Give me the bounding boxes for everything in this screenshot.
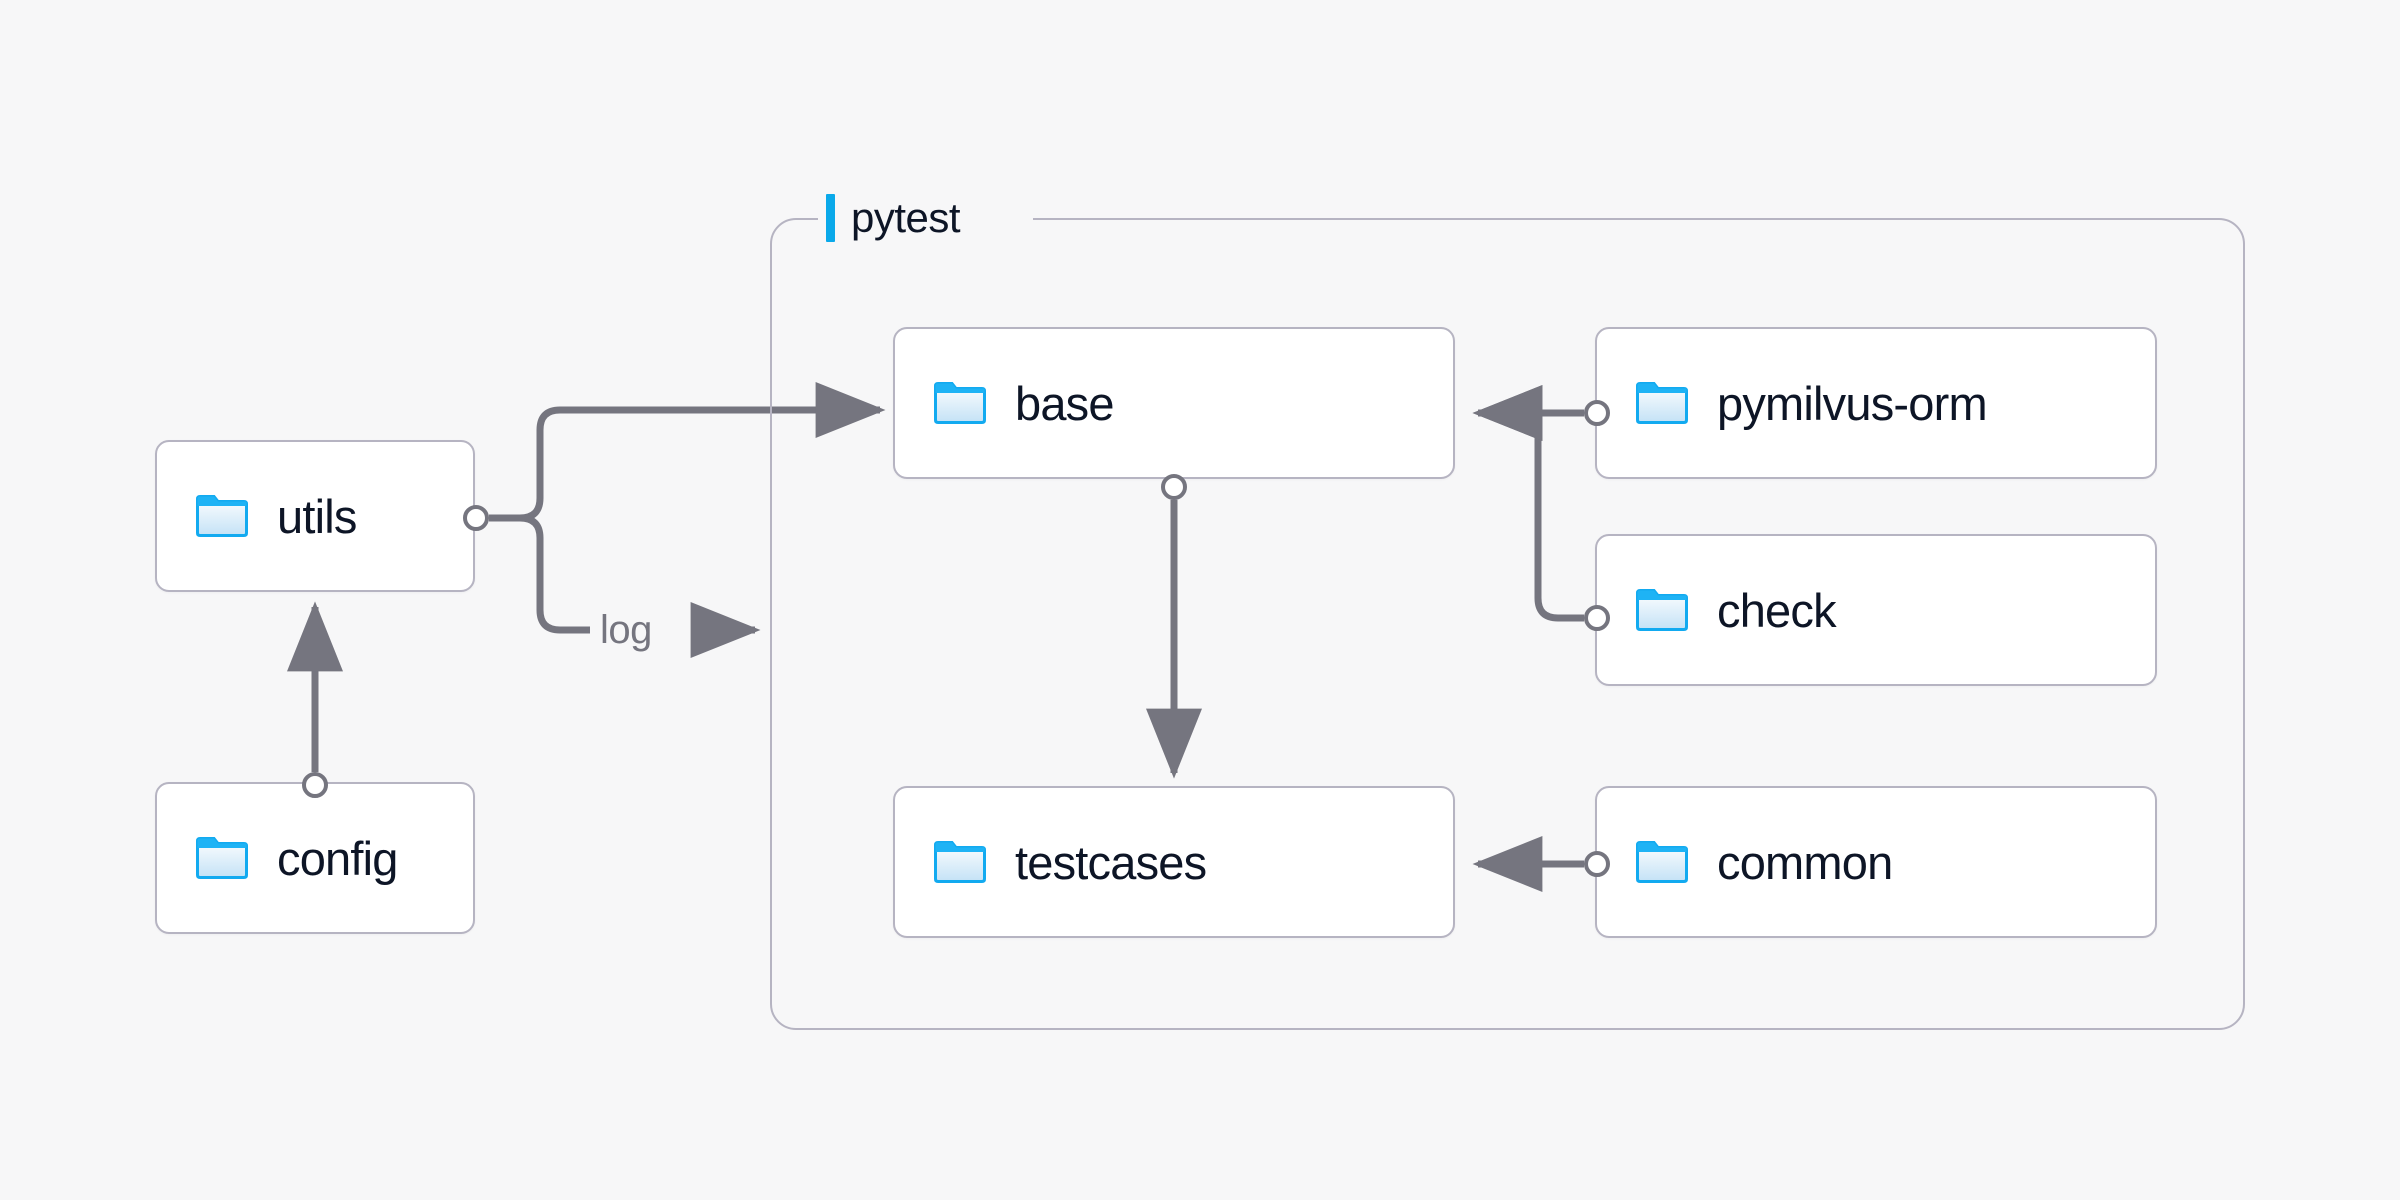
folder-icon (1636, 589, 1688, 631)
group-label-mask (818, 200, 1033, 236)
folder-icon (196, 495, 248, 537)
port-config-top[interactable] (302, 772, 328, 798)
node-config[interactable]: config (155, 782, 475, 934)
group-label-text: pytest (851, 194, 961, 241)
node-label: testcases (1015, 835, 1207, 889)
node-utils[interactable]: utils (155, 440, 475, 592)
group-label-pytest: pytest (826, 192, 961, 244)
node-label: config (277, 831, 398, 885)
folder-icon (1636, 382, 1688, 424)
node-common[interactable]: common (1595, 786, 2157, 938)
node-label: pymilvus-orm (1717, 376, 1988, 430)
folder-icon (934, 382, 986, 424)
node-base[interactable]: base (893, 327, 1455, 479)
node-pymilvus-orm[interactable]: pymilvus-orm (1595, 327, 2157, 479)
group-container-pytest[interactable] (770, 218, 2245, 1030)
port-check-left[interactable] (1584, 605, 1610, 631)
node-label: utils (277, 489, 357, 543)
port-utils-right[interactable] (463, 505, 489, 531)
group-accent-bar (826, 194, 835, 242)
port-base-bottom[interactable] (1161, 474, 1187, 500)
port-pymilvus-left[interactable] (1584, 400, 1610, 426)
folder-icon (934, 841, 986, 883)
node-check[interactable]: check (1595, 534, 2157, 686)
folder-icon (1636, 841, 1688, 883)
folder-icon (196, 837, 248, 879)
port-common-left[interactable] (1584, 851, 1610, 877)
node-label: check (1717, 583, 1837, 637)
node-testcases[interactable]: testcases (893, 786, 1455, 938)
edge-utils-log (489, 514, 590, 634)
node-label: base (1015, 376, 1115, 430)
edge-label-log: log (600, 608, 652, 652)
node-label: common (1717, 835, 1893, 889)
